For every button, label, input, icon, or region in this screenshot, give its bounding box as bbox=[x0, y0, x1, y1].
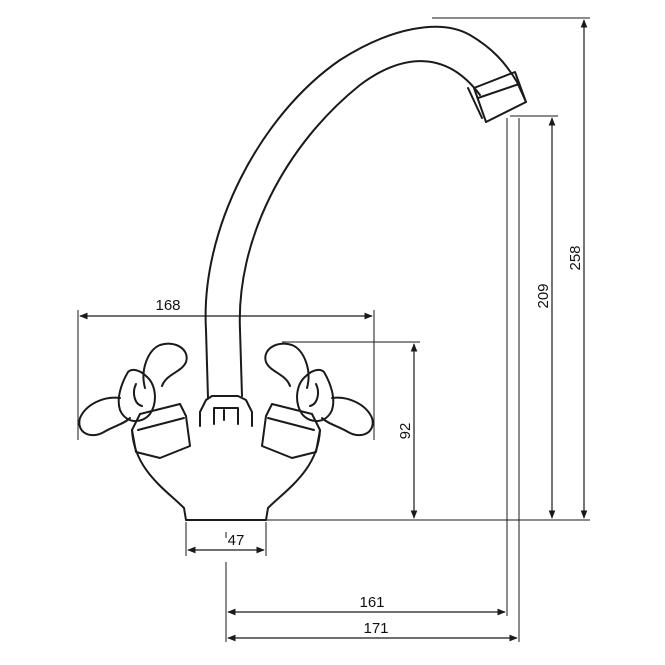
dimension-spout-reach: 161 bbox=[227, 594, 506, 616]
dimension-label-168: 168 bbox=[155, 297, 180, 314]
dimension-label-171: 171 bbox=[363, 620, 388, 637]
spout-outline bbox=[204, 25, 527, 399]
dimension-total-height: 258 bbox=[432, 17, 590, 519]
dimension-label-92: 92 bbox=[397, 423, 414, 440]
spout-base-nut bbox=[199, 395, 253, 427]
dimension-label-47: 47 bbox=[228, 532, 245, 549]
left-cross-handle bbox=[78, 342, 188, 437]
faucet-icon bbox=[78, 25, 527, 521]
dimension-label-258: 258 bbox=[567, 245, 584, 270]
dimension-total-reach: 171 bbox=[227, 620, 518, 642]
dimension-label-209: 209 bbox=[535, 283, 552, 308]
dimension-spout-outlet-height: 209 bbox=[510, 115, 558, 519]
dimension-handle-span: 168 bbox=[77, 297, 375, 440]
left-valve-collar bbox=[131, 403, 191, 459]
dimension-handle-height: 92 bbox=[282, 341, 420, 519]
right-valve-collar bbox=[261, 403, 321, 459]
right-cross-handle bbox=[264, 342, 374, 437]
spout-aerator bbox=[473, 71, 527, 123]
dimension-body-base: 47 bbox=[185, 522, 267, 556]
dimension-label-161: 161 bbox=[359, 594, 384, 611]
faucet-body bbox=[131, 429, 321, 521]
